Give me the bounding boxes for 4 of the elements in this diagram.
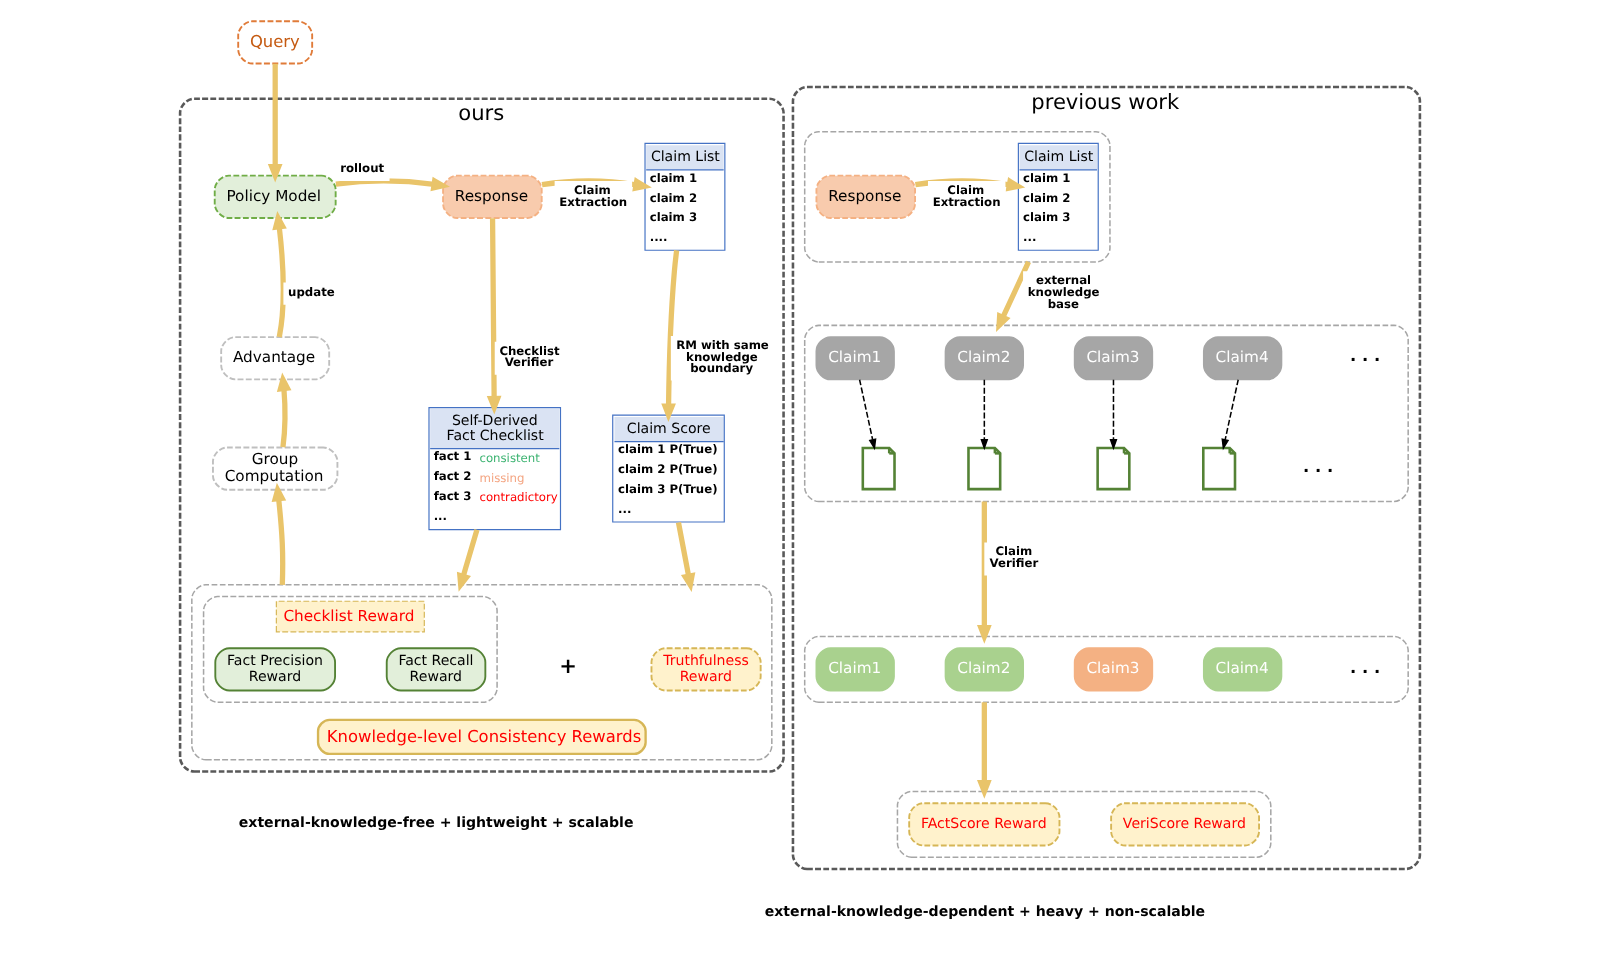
label: . . . [1350,656,1381,677]
label: + [559,655,577,680]
label: . . . [1350,345,1381,366]
label: . . . [1303,455,1334,476]
